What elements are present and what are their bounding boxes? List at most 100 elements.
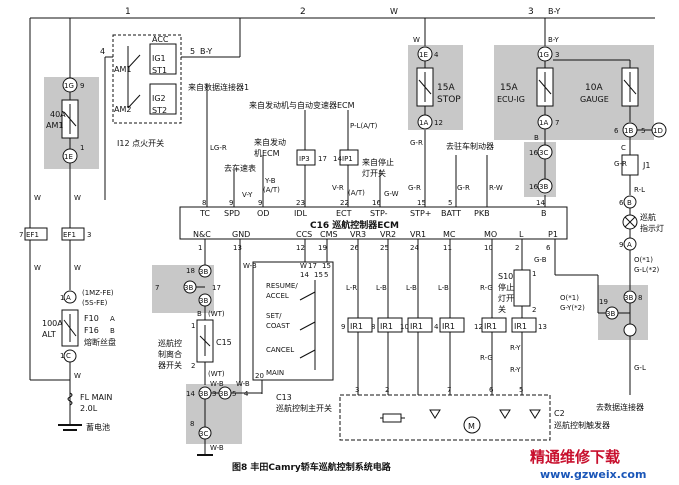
sig-stop: 来自停止 bbox=[362, 157, 394, 167]
section-1: 1 bbox=[125, 7, 131, 17]
alt-f16: F16 bbox=[84, 326, 99, 335]
ign-pin4: 4 bbox=[100, 47, 105, 56]
figure-caption: 图8 丰田Camry轿车巡航控制系统电路 bbox=[232, 461, 392, 473]
sig-gr2: G-R bbox=[457, 184, 470, 192]
s10-p1: 1 bbox=[532, 270, 536, 278]
alt-amp: 100A bbox=[42, 319, 63, 328]
ecm-bot-name: CCS bbox=[296, 230, 312, 239]
ir1-wire: R-G bbox=[480, 284, 493, 292]
ms-p14: 14 bbox=[300, 271, 309, 279]
gauge-c: C bbox=[621, 144, 626, 152]
alt-fa: A bbox=[110, 315, 115, 323]
lamp-o1: O(*1) bbox=[634, 256, 653, 264]
act-pin: 6 bbox=[489, 386, 494, 394]
c3-pin-top: 16 bbox=[529, 149, 538, 157]
ign-ig2: IG2 bbox=[152, 94, 166, 103]
ms-title2: 巡航控制主开关 bbox=[276, 403, 332, 413]
gauge-c1: 1G bbox=[539, 51, 549, 59]
ecm-top-pin: 15 bbox=[417, 199, 426, 207]
alt-name: ALT bbox=[42, 330, 56, 339]
ir1-connector: IR1 bbox=[442, 322, 455, 331]
ir1-pin: 4 bbox=[434, 323, 439, 331]
stop-w: W bbox=[413, 36, 420, 44]
lamp-j1: J1 bbox=[642, 161, 650, 170]
ir1-wire: R-Y bbox=[510, 344, 521, 352]
section-2: 2 bbox=[300, 7, 306, 17]
ms-coast: COAST bbox=[266, 322, 291, 330]
ef1-right: EF1 bbox=[63, 231, 76, 239]
gauge-amp: 10A bbox=[585, 83, 603, 93]
ecm-bot-pin: 19 bbox=[318, 244, 327, 252]
clutch-wb: W-B bbox=[210, 380, 224, 388]
ecm-bottom-names: N&C GND CCS CMS VR3 VR2 VR1 MC MO L P1 bbox=[193, 230, 558, 239]
gauge-name: GAUGE bbox=[580, 95, 609, 104]
3b3c-shade bbox=[186, 384, 242, 444]
s10-a: S10 bbox=[498, 272, 513, 281]
ms-pin-w: W bbox=[300, 262, 307, 270]
clutch-p1: 1 bbox=[191, 322, 195, 330]
ir1-connector: IR1 bbox=[380, 322, 393, 331]
ecm-top-name: PKB bbox=[474, 209, 490, 218]
ir1-wire-rg: R-G bbox=[480, 354, 493, 362]
ecm-top-name: TC bbox=[199, 209, 210, 218]
ir1-wire: L-R bbox=[346, 284, 357, 292]
am1-c1: 1G bbox=[64, 82, 74, 90]
clutch-p5: 5 bbox=[232, 390, 236, 398]
ecm-bot-name: N&C bbox=[193, 230, 211, 239]
ign-acc: ACC bbox=[152, 35, 169, 44]
ir1-pin: 12 bbox=[474, 323, 483, 331]
s10-p2: 2 bbox=[532, 306, 536, 314]
clutch-c15: C15 bbox=[216, 338, 232, 347]
ir1-pin: 10 bbox=[400, 323, 409, 331]
ecm-top-name: STP- bbox=[370, 209, 388, 218]
top-w-label: W bbox=[390, 7, 398, 16]
clutch-b: B bbox=[197, 310, 202, 318]
ir1-connector: IR1 bbox=[484, 322, 497, 331]
ms-resume: RESUME/ bbox=[266, 282, 298, 290]
lamp-gr: G-R bbox=[614, 160, 627, 168]
ir1-wire: L-B bbox=[406, 284, 417, 292]
clutch-p14: 14 bbox=[186, 390, 195, 398]
sig-plt: P-L(A/T) bbox=[350, 122, 378, 130]
ef1-p3: 3 bbox=[87, 231, 91, 239]
sig-engine2: 机ECM bbox=[254, 148, 280, 158]
ign-name: I12 点火开关 bbox=[117, 138, 164, 148]
clutch-p2: 2 bbox=[191, 362, 195, 370]
clutch-c17: 17 bbox=[212, 284, 221, 292]
ir1-pin: 8 bbox=[371, 323, 375, 331]
lamp-c8: 8 bbox=[638, 294, 642, 302]
ecm-bot-pin: 25 bbox=[380, 244, 389, 252]
ecm-top-pin: 14 bbox=[536, 199, 545, 207]
alt-fl2: 2.0L bbox=[80, 404, 98, 413]
gauge-b: B bbox=[534, 134, 539, 142]
am1-w2: W bbox=[74, 194, 81, 202]
ir1-row: IR1 IR1 IR1 IR1 IR1 IR1 9 8 10 4 12 13 L… bbox=[341, 284, 547, 374]
sig-engine-at: 来自发动机与自动变速器ECM bbox=[249, 100, 355, 110]
ecm-top-name: OD bbox=[257, 209, 269, 218]
top-by-label: B-Y bbox=[548, 7, 560, 16]
lamp-ca: A bbox=[627, 241, 632, 249]
ign-st2: ST2 bbox=[152, 106, 167, 115]
clutch-label1: 巡航控 bbox=[158, 338, 182, 348]
ef-w2: W bbox=[74, 264, 81, 272]
alt-flmain: FL MAIN bbox=[80, 393, 112, 402]
ecm-bot-pin: 1 bbox=[198, 244, 202, 252]
ir1-connector: IR1 bbox=[514, 322, 527, 331]
alt-fb: B bbox=[110, 327, 115, 335]
ecm-top-name: B bbox=[541, 209, 547, 218]
ms-title1: C13 bbox=[276, 393, 292, 402]
act-pin: 3 bbox=[355, 386, 359, 394]
sig-parking: 去驻车制动器 bbox=[446, 141, 494, 151]
ecm-bot-pin: 11 bbox=[443, 244, 452, 252]
clutch-p8: 8 bbox=[190, 420, 194, 428]
clutch-wb3: W-B bbox=[210, 444, 224, 452]
am1-w1: W bbox=[34, 194, 41, 202]
ecm-top-pin: 9 bbox=[229, 199, 233, 207]
clutch-3b-a: 3B bbox=[199, 390, 208, 398]
sig-vy: V-Y bbox=[242, 191, 253, 199]
sig-p14: 14 bbox=[333, 155, 342, 163]
ecuig-amp: 15A bbox=[500, 83, 518, 93]
ecm-top-pin: 22 bbox=[340, 199, 349, 207]
ir1-pin: 13 bbox=[538, 323, 547, 331]
ecm-bot-pin: 6 bbox=[546, 244, 551, 252]
